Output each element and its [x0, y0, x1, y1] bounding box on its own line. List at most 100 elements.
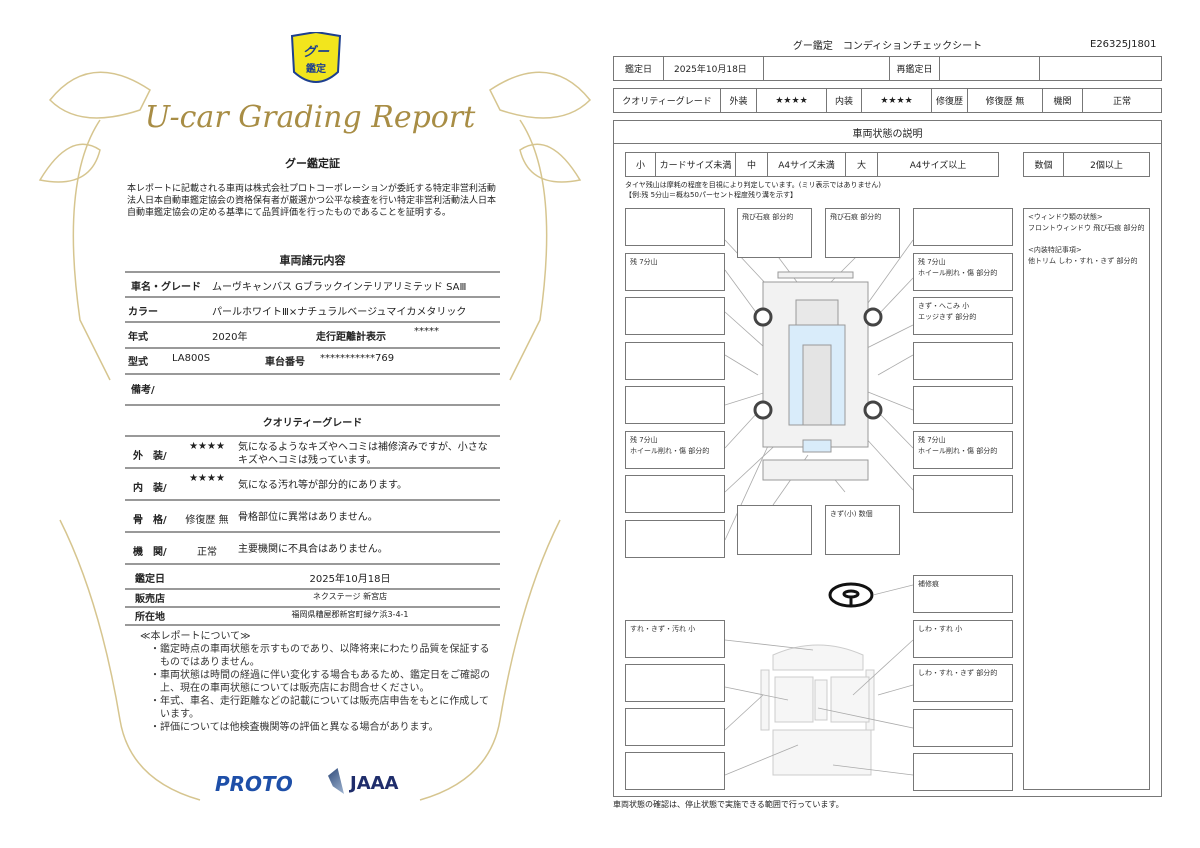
color-label: カラー [128, 307, 158, 318]
exterior-note-box [913, 475, 1013, 513]
jaaa-logo: JAAA [350, 773, 399, 794]
interior-note-box [625, 664, 725, 702]
info-value: ネクステージ 新宮店 [312, 592, 388, 601]
tire-note: タイヤ残山は摩耗の程度を目視により判定しています。(ミリ表示ではありません) 【例… [625, 180, 881, 200]
engine-value: 正常 [1112, 97, 1131, 107]
grade-description: 気になる汚れ等が部分的にあります。 [238, 480, 407, 491]
grade-description: 主要機関に不具合はありません。 [238, 544, 388, 555]
ext-label: 外装 [721, 89, 757, 112]
grade-value: ★★★★ [189, 473, 225, 484]
tire-icons [753, 307, 883, 420]
report-title: U-car Grading Report [144, 100, 476, 135]
sheet-title: グー鑑定 コンディションチェックシート [792, 41, 983, 52]
svg-text:グー: グー [303, 44, 330, 60]
car-year: 2020年 [212, 332, 248, 343]
grade-label: 機 関/ [133, 547, 167, 558]
count-legend-cell: 2個以上 [1090, 161, 1123, 171]
remarks-label: 備考/ [131, 385, 155, 396]
size-legend-cell: 小 [626, 153, 656, 176]
interior-note-box [913, 708, 1013, 747]
car-name: ムーヴキャンバス Gブラックインテリアリミテッド SAⅢ [212, 282, 467, 293]
grade-value: 正常 [197, 547, 217, 558]
svg-text:鑑定: 鑑定 [306, 62, 326, 75]
interior-note-box [625, 708, 725, 746]
mileage-label: 走行距離計表示 [316, 332, 386, 343]
note-item: ・評価については他検査機関等の評価と異なる場合があります。 [150, 722, 439, 733]
notes-title: ≪本レポートについて≫ [140, 631, 251, 642]
engine-label: 機関 [1043, 89, 1083, 112]
interior-note-box: しわ・すれ 小 [913, 619, 1013, 658]
date-label: 鑑定日 [614, 57, 664, 80]
exterior-note-box: 飛び石痕 部分的 [825, 208, 900, 258]
footer-note: 車両状態の確認は、停止状態で実施できる範囲で行っています。 [613, 800, 844, 809]
size-legend-cell: A4サイズ未満 [768, 153, 846, 176]
side-notes: <ウィンドウ類の状態> フロントウィンドウ 飛び石痕 部分的 <内装特記事項> … [1023, 208, 1150, 790]
grade-label: 外 装/ [133, 451, 167, 462]
cert-text: 本レポートに記載される車両は株式会社プロトコーポレーションが委託する特定非営利活… [127, 184, 497, 218]
doc-id: E26325J1801 [1090, 39, 1157, 50]
exterior-note-box [625, 208, 725, 246]
grade-label: 骨 格/ [133, 515, 167, 526]
ext-stars: ★★★★ [757, 89, 827, 112]
model-label: 型式 [128, 357, 148, 368]
info-label: 鑑定日 [135, 574, 165, 585]
int-stars: ★★★★ [862, 89, 932, 112]
info-label: 販売店 [135, 594, 165, 605]
mileage: ***** [414, 326, 439, 337]
repair-value: 修復歴 無 [968, 89, 1043, 112]
count-legend-cell: 数個 [1024, 153, 1064, 176]
exterior-note-box: きず(小) 数個 [825, 505, 900, 555]
info-value: 2025年10月18日 [309, 574, 391, 585]
size-legend-cell: A4サイズ以上 [909, 161, 967, 171]
repair-label: 修復歴 [932, 89, 968, 112]
goo-kantei-logo: グー 鑑定 [290, 32, 342, 83]
chassis-label: 車台番号 [265, 357, 305, 368]
car-exterior-outline [762, 271, 869, 481]
interior-note-box: 補修痕 [913, 575, 1013, 613]
exterior-note-box [625, 297, 725, 335]
size-legend-cell: 中 [736, 153, 768, 176]
exterior-note-box [625, 386, 725, 424]
grade-row: クオリティーグレード 外装 ★★★★ 内装 ★★★★ 修復歴 修復歴 無 機関 … [613, 88, 1162, 113]
info-value: 福岡県糟屋郡新宮町緑ケ浜3-4-1 [291, 610, 409, 619]
grade-title: クオリティーグレード [262, 418, 363, 429]
interior-note-box [913, 753, 1013, 791]
steering-wheel-icon [828, 582, 874, 608]
exterior-note-box: 残 7分山 ホイール削れ・傷 部分的 [913, 252, 1013, 291]
exterior-note-box: 残 7分山 [625, 252, 725, 291]
tire-note-1: タイヤ残山は摩耗の程度を目視により判定しています。(ミリ表示ではありません) [625, 181, 881, 189]
grade-value: ★★★★ [189, 441, 225, 452]
note-item: ・年式、車名、走行距離などの記載については販売店申告をもとに作成しています。 [150, 696, 489, 720]
int-label: 内装 [827, 89, 862, 112]
qg-label: クオリティーグレード [614, 89, 721, 112]
grade-label: 内 装/ [133, 483, 167, 494]
tire-note-2: 【例:残 5分山＝概ね50パーセント程度残り溝を示す】 [625, 191, 797, 199]
interior-note-box [625, 752, 725, 790]
model: LA800S [172, 353, 211, 364]
info-label: 所在地 [135, 612, 165, 623]
exterior-note-box [737, 505, 812, 555]
note-item: ・鑑定時点の車両状態を示すものであり、以降将来にわたり品質を保証するものではあり… [150, 644, 490, 668]
grade-description: 気になるようなキズやヘコミは補修済みですが、小さなキズやヘコミは残っています。 [238, 442, 488, 466]
reappraisal-label: 再鑑定日 [890, 57, 940, 80]
name-label: 車名・グレード [131, 282, 201, 293]
proto-logo: PROTO [215, 772, 293, 796]
exterior-note-box [625, 519, 725, 558]
note-item: ・車両状態は時間の経過に伴い変化する場合もあるため、鑑定日をご確認の上、現在の車… [150, 670, 490, 694]
gold-ribbon-ornament [38, 71, 592, 801]
exterior-note-box: きず・へこみ 小 エッジきず 部分的 [913, 297, 1013, 335]
section-title: 車両状態の説明 [613, 120, 1162, 144]
vehicle-diagram [724, 239, 914, 776]
year-label: 年式 [128, 332, 148, 343]
interior-note-box: しわ・すれ・きず 部分的 [913, 664, 1013, 702]
exterior-note-box [625, 341, 725, 380]
spec-title: 車両諸元内容 [279, 254, 346, 267]
exterior-note-box [625, 475, 725, 513]
exterior-note-box [913, 208, 1013, 246]
appraisal-date: 2025年10月18日 [664, 57, 764, 80]
interior-note-box: すれ・きず・汚れ 小 [625, 620, 725, 658]
exterior-note-box [913, 386, 1013, 424]
exterior-note-box: 飛び石痕 部分的 [737, 208, 812, 258]
grade-value: 修復歴 無 [185, 515, 229, 526]
